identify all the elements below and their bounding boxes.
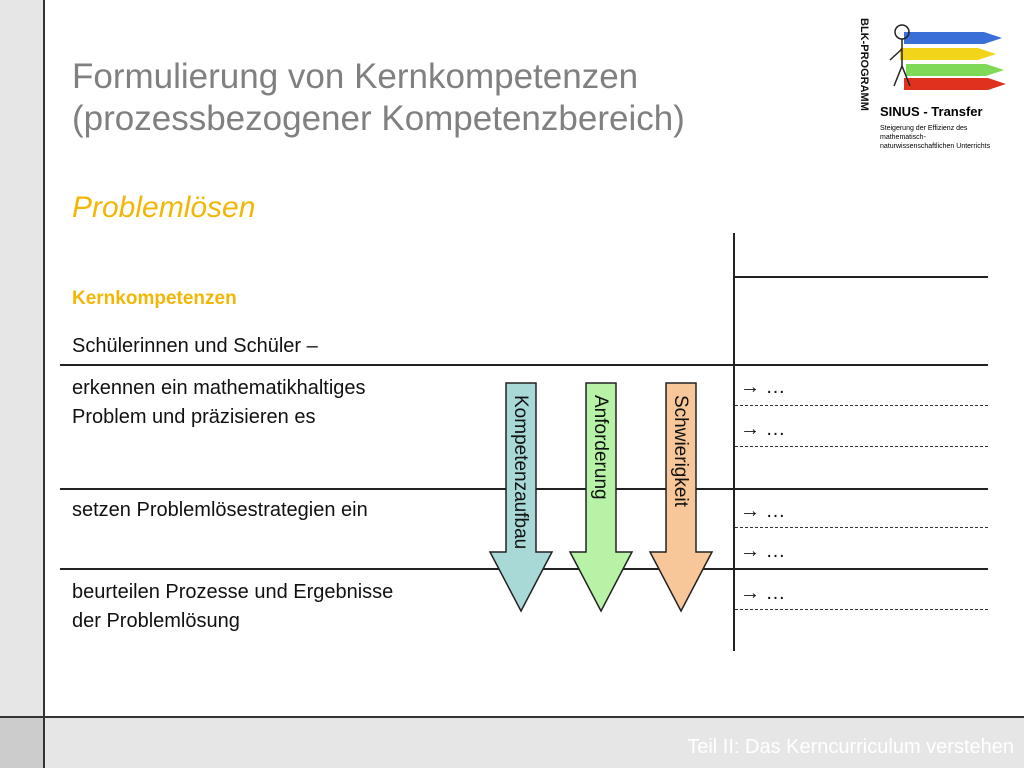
arrow-anforderung: Anforderung: [568, 382, 634, 613]
arrow-placeholder: → …: [740, 418, 786, 440]
progression-arrows: Kompetenzaufbau Anforderung Schwierigkei…: [488, 382, 714, 613]
footer-bar: [43, 716, 1024, 768]
footer-text: Teil II: Das Kerncurriculum verstehen: [687, 736, 1014, 758]
slide-subtitle: Problemlösen: [72, 191, 256, 224]
competence-row-2: setzen Problemlösestrategien ein: [72, 499, 368, 521]
arrow-placeholder: → …: [740, 540, 786, 562]
slide-title: Formulierung von Kernkompetenzen (prozes…: [72, 57, 685, 138]
dashed-line: [735, 405, 988, 406]
sinus-transfer-label: SINUS - Transfer: [880, 104, 983, 119]
sinus-tagline: Steigerung der Effizienz des mathematisc…: [880, 125, 991, 150]
arrow-placeholder: → …: [740, 582, 786, 604]
kernkompetenzen-label: Kernkompetenzen: [72, 288, 237, 309]
arrow-placeholder: → …: [740, 500, 786, 522]
dashed-line: [735, 527, 988, 528]
arrow-kompetenzaufbau: Kompetenzaufbau: [488, 382, 554, 613]
table-header-line: [735, 276, 988, 278]
arrow-label: Anforderung: [590, 395, 611, 500]
arrow-placeholder: → …: [740, 376, 786, 398]
table-intro: Schülerinnen und Schüler –: [72, 335, 318, 357]
pencils-icon: [889, 24, 1006, 90]
sinus-logo: BLK-PROGRAMM: [856, 14, 1006, 164]
blk-program-label: BLK-PROGRAMM: [858, 18, 870, 111]
dashed-line: [735, 609, 988, 610]
dashed-line: [735, 446, 988, 447]
arrow-label: Kompetenzaufbau: [510, 395, 531, 549]
footer-corner: [0, 716, 45, 768]
competence-row-3: beurteilen Prozesse und Ergebnisse der P…: [72, 581, 394, 632]
arrow-schwierigkeit: Schwierigkeit: [648, 382, 714, 613]
table-vertical-divider: [733, 233, 735, 651]
competence-row-1: erkennen ein mathematikhaltiges Problem …: [72, 377, 366, 428]
left-sidebar-bar: [0, 0, 45, 768]
table-line-1: [60, 364, 988, 366]
arrow-label: Schwierigkeit: [670, 395, 691, 508]
